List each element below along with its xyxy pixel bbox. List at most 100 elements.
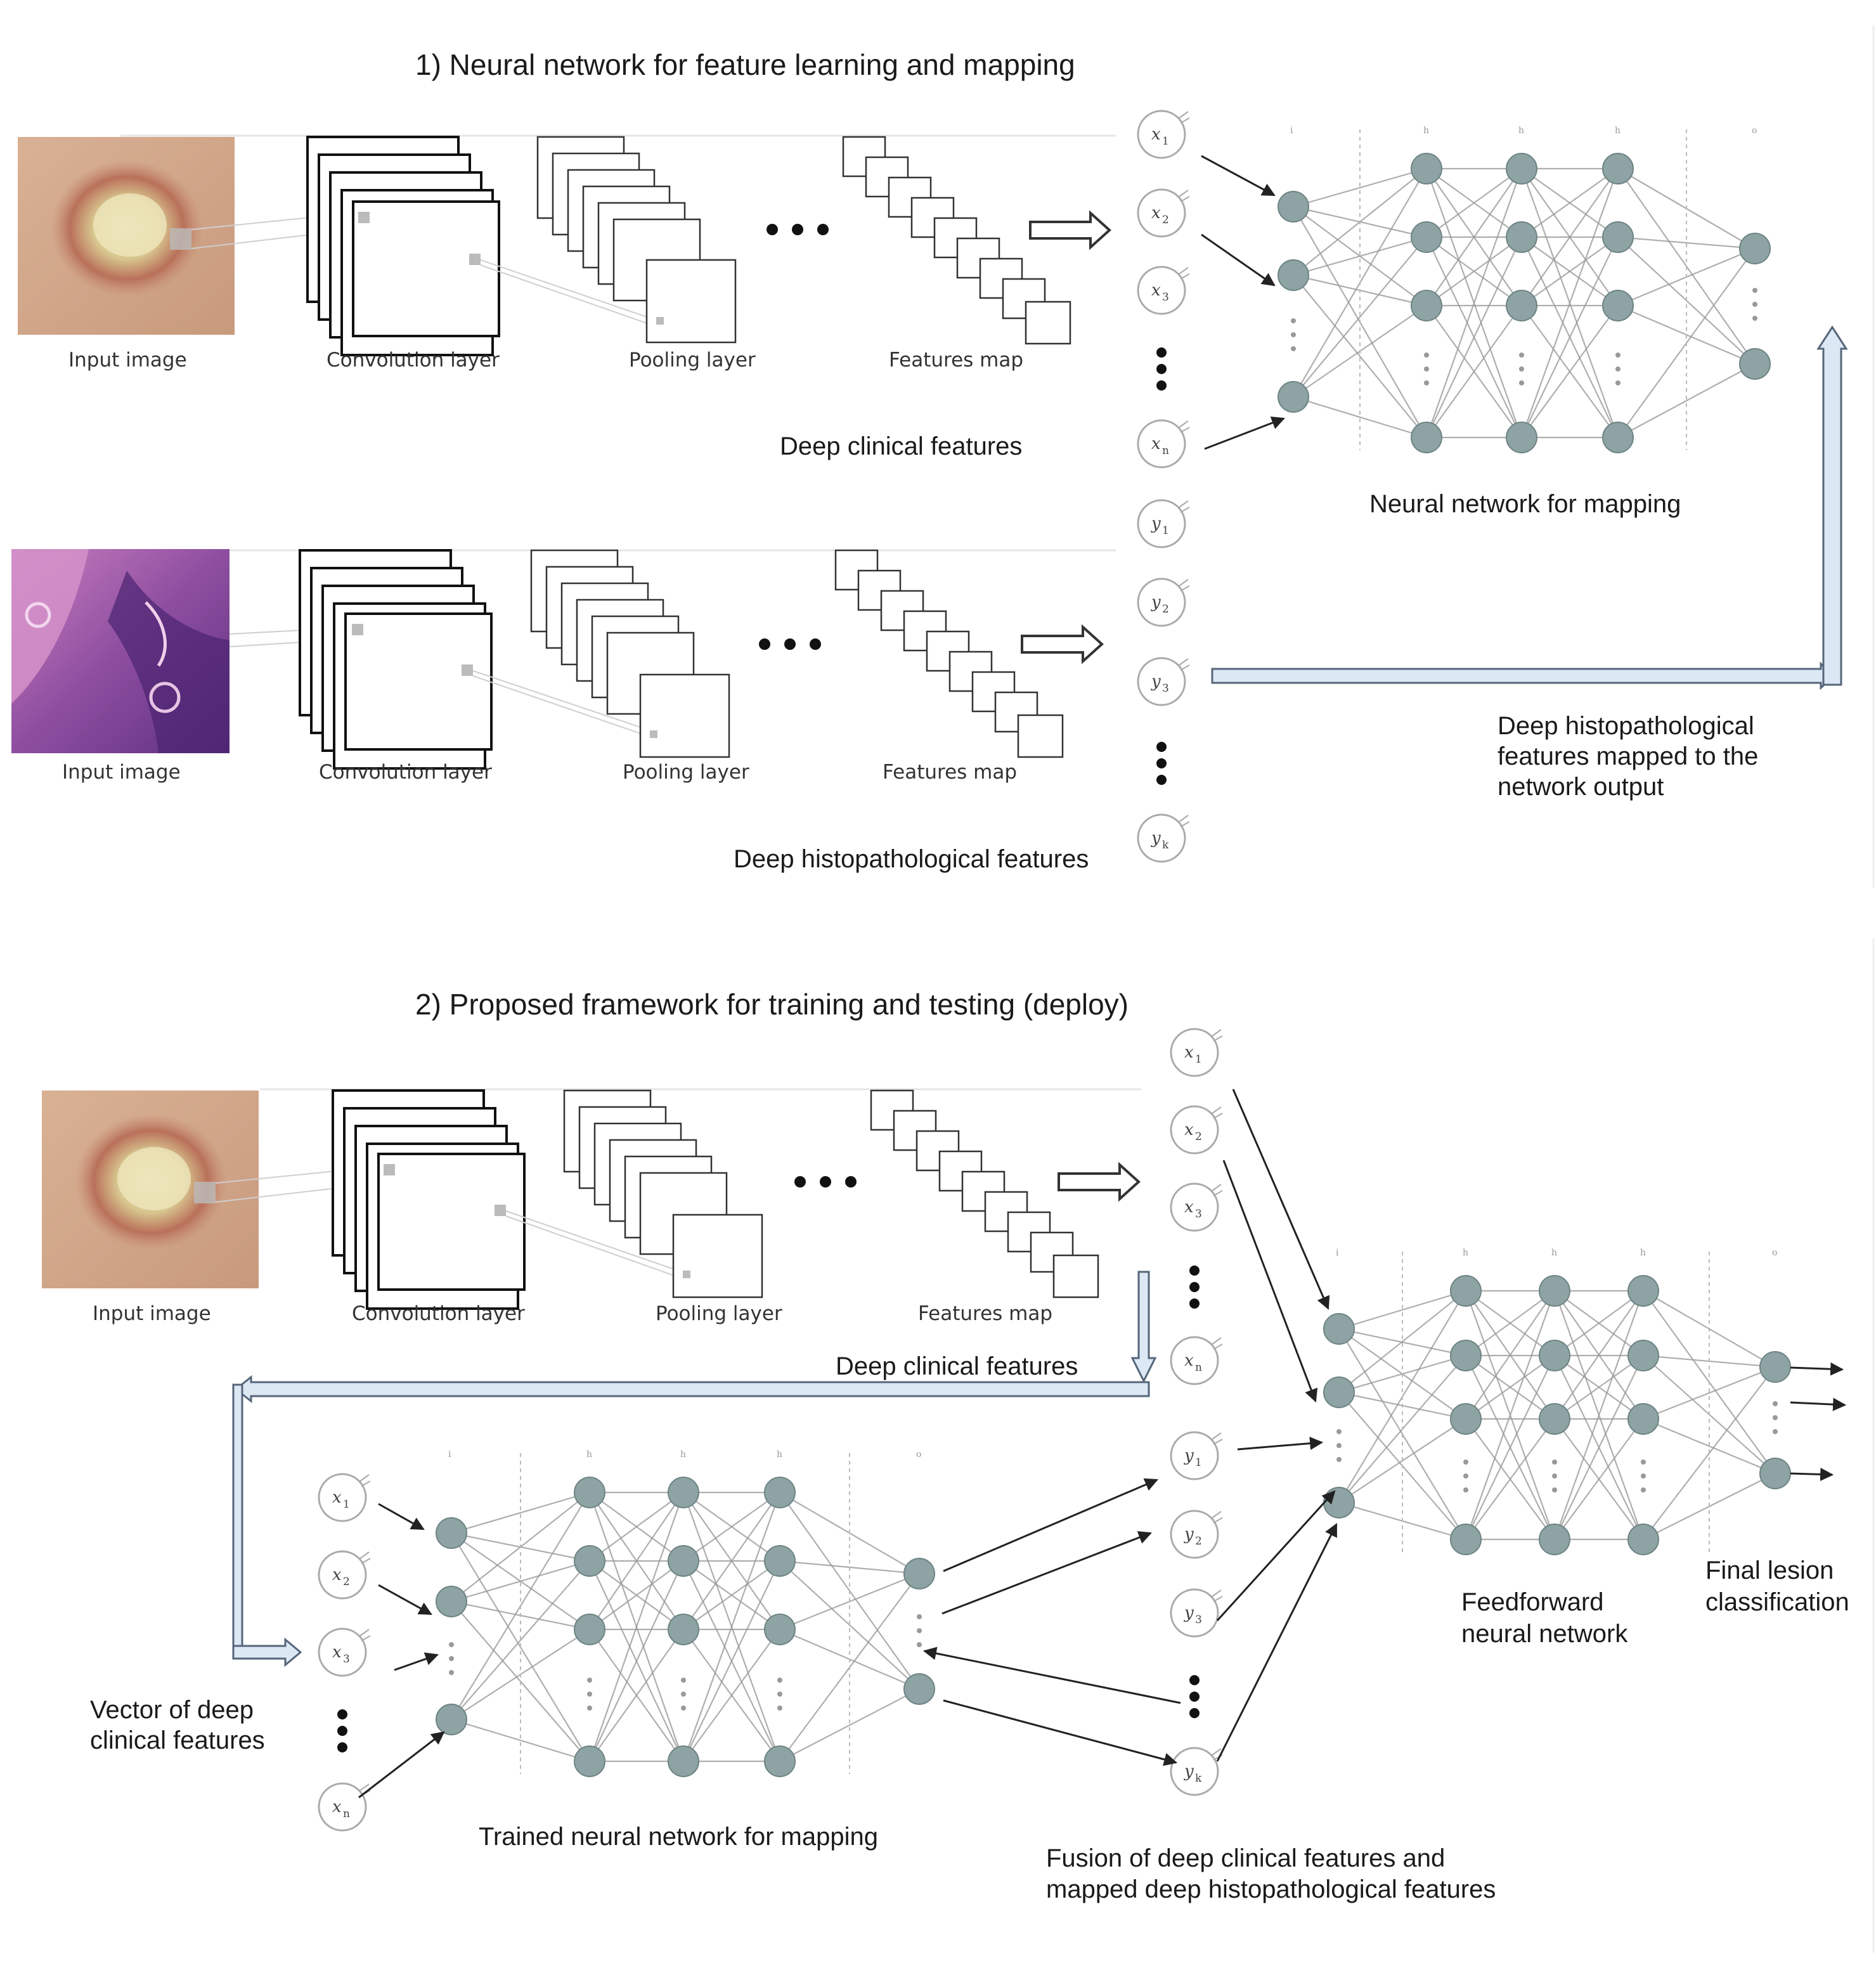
caption-input-image-3: Input image [93,1302,211,1325]
net1-node [1602,221,1634,253]
var-x1-index: 1 [343,1498,350,1511]
net3-edge [1554,1355,1644,1420]
var-xn-index: n [1162,444,1169,457]
net1-edge [1426,305,1522,438]
net2-node [574,1745,605,1777]
net3-node [1759,1351,1791,1383]
features-map-stack [842,136,1071,345]
net2-node [574,1477,605,1508]
var-xn-symbol: x [1184,1351,1194,1370]
net2-layer-head: h [777,1449,782,1460]
net2-edge [779,1560,920,1690]
net3-node [1450,1524,1482,1555]
var-x3-index: 3 [1162,291,1169,304]
net2-layer-head: h [680,1449,686,1460]
var-x1-index: 1 [1195,1053,1202,1066]
caption-features-map-2: Features map [883,761,1017,784]
net3-edge [1554,1355,1644,1540]
label-deep-histopathological-features: Deep histopathological features [734,845,1089,873]
flow-arrow-to-vector [232,1637,302,1667]
net3-node [1759,1458,1791,1489]
net3-node [1627,1403,1659,1435]
var-y3-index: 3 [1195,1614,1202,1626]
net3-edge [1553,1290,1645,1540]
flow-arrow-clinical-down-2 [232,1383,243,1647]
var-x2-symbol: x [1151,204,1161,223]
var-x1-symbol: x [1184,1043,1194,1062]
flow-arrow-clinical-left [234,1375,1150,1404]
pooling-layer-stack [536,136,737,344]
net1-edge [1521,236,1619,438]
features-map-stack-histo [834,549,1064,758]
var-yk-index: k [1162,839,1169,851]
net3-node [1450,1403,1482,1435]
net2-node [668,1745,699,1777]
net3-edge [1338,1290,1466,1330]
label-vector-line2: clinical features [90,1726,265,1754]
conv-layer-stack [306,136,657,356]
label-vector-line1: Vector of deep [90,1696,254,1724]
net3-edge [1554,1418,1644,1540]
net3-edge [1465,1355,1555,1540]
var-x1-symbol: x [1151,125,1161,144]
flow-arrow-clinical-down [1130,1271,1157,1383]
net2-edge [588,1492,685,1762]
var-xn-symbol: x [1151,434,1161,453]
caption-features-map-1: Features map [889,349,1023,372]
net3-edge [1554,1290,1644,1356]
var-y2-symbol: y [1184,1525,1194,1544]
var-xn-index: n [343,1808,350,1820]
net1-edge [1426,236,1522,306]
net2-edge [589,1492,684,1562]
net1-edge [1520,168,1619,438]
label-ffnn-line1: Feedforward [1461,1588,1604,1616]
label-mapped-output-line3: network output [1498,773,1664,801]
var-y1-symbol: y [1151,514,1161,533]
var-y2-index: 2 [1162,603,1169,616]
net2-node [436,1586,467,1617]
net1-edge [1426,168,1522,238]
net1-node [1602,290,1634,321]
net1-node [1739,233,1771,264]
var-y1-index: 1 [1162,524,1169,537]
net2-edge [683,1492,780,1562]
net1-node [1278,191,1309,223]
net1-node [1411,153,1442,184]
clinical-input-image [18,137,356,335]
net2-node [764,1745,796,1777]
label-final-line1: Final lesion [1705,1557,1834,1584]
net1-edge [1426,168,1522,306]
net1-node [1602,422,1634,453]
net2-node [668,1545,699,1577]
net3-node [1323,1487,1355,1518]
net2-node [668,1614,699,1645]
net2-edge [589,1560,684,1762]
net2-edge [683,1629,780,1762]
var-yk-symbol: y [1184,1762,1194,1781]
var-x2-index: 2 [1195,1130,1202,1143]
net1-edge [1617,363,1756,438]
net3-node [1450,1340,1482,1371]
pooling-layer-stack-3 [563,1089,763,1298]
net2-node [574,1545,605,1577]
var-x3-index: 3 [343,1653,350,1666]
var-yk-symbol: y [1151,829,1161,848]
net3-layer-head: o [1772,1248,1777,1258]
net3-edge [1465,1290,1555,1420]
net1-edge [1293,275,1427,438]
net2-edge [682,1492,781,1762]
net2-edge [451,1560,590,1720]
var-x1-symbol: x [332,1488,342,1507]
net3-node [1323,1376,1355,1408]
label-mapped-output-line2: features mapped to the [1498,742,1758,770]
